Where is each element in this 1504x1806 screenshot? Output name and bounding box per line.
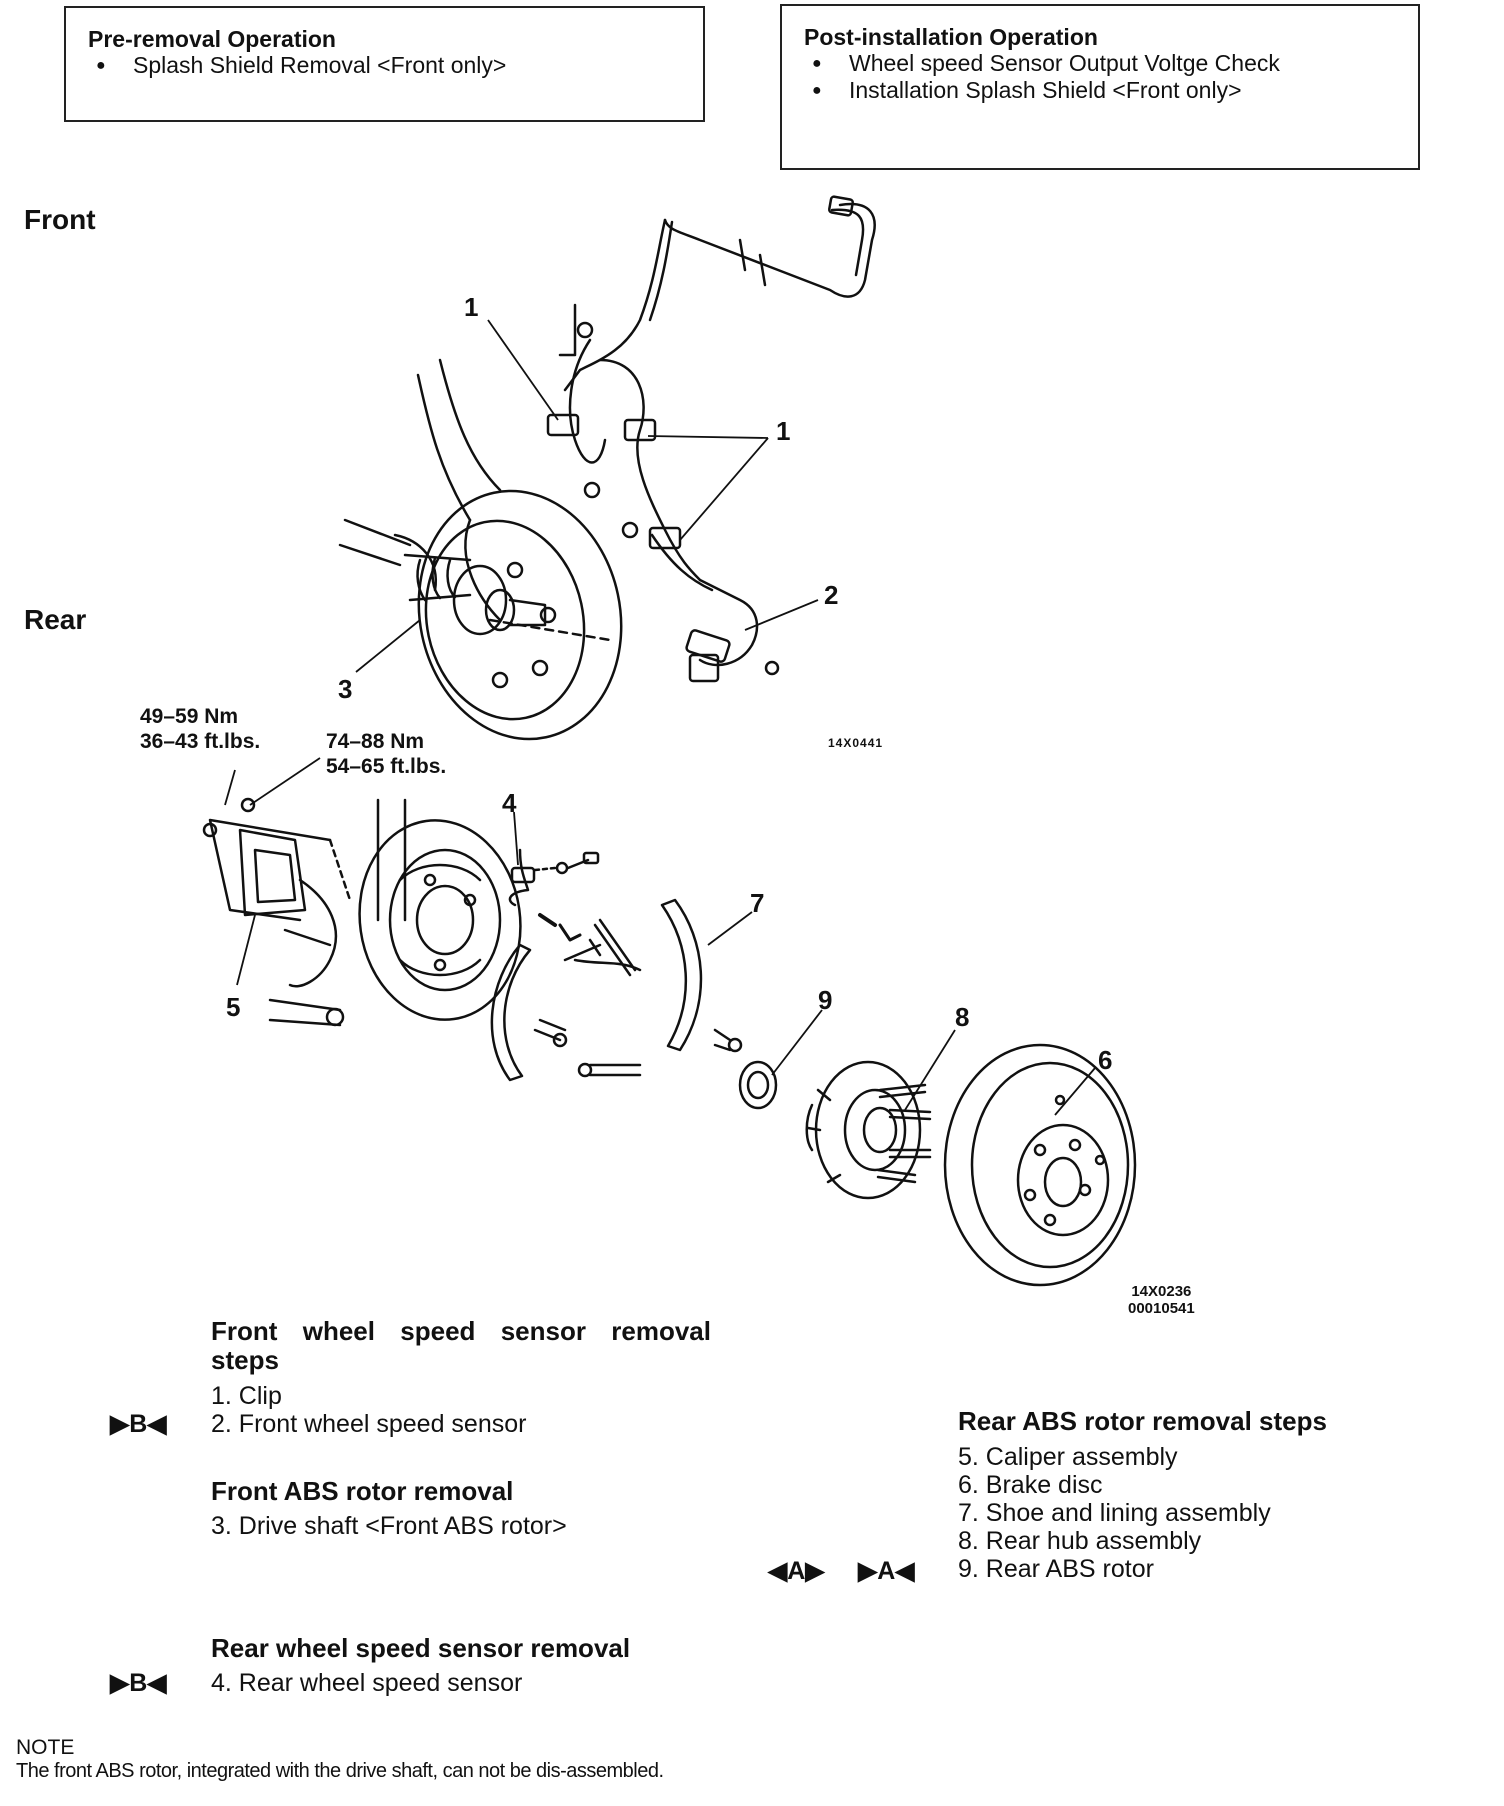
- leader-lines: [224, 319, 1096, 1116]
- note-heading: NOTE: [16, 1736, 75, 1759]
- pre-removal-title: Pre-removal Operation: [88, 26, 336, 52]
- callout-5: 5: [226, 992, 241, 1022]
- figure-code: 00010541: [1128, 1300, 1195, 1317]
- torque-spec-bolt: 74–88 Nm 54–65 ft.lbs.: [326, 729, 446, 779]
- pre-removal-item: Splash Shield Removal <Front only>: [88, 52, 681, 79]
- figure-code-front: 14X0441: [828, 736, 884, 750]
- front-drive-shaft: [338, 518, 547, 632]
- callout-7: 7: [750, 888, 765, 918]
- rear-hub: [805, 1060, 932, 1200]
- install-marker-a: ▶A◀: [858, 1557, 915, 1585]
- torque-ftlbs: 54–65 ft.lbs.: [326, 755, 447, 778]
- step-item: 7. Shoe and lining assembly: [958, 1499, 1271, 1527]
- rear-caliper: [202, 797, 352, 947]
- front-sensor-steps-heading: Front wheel speed sensor removal steps: [211, 1316, 711, 1375]
- figure-code-rear: 14X0236 00010541: [1128, 1283, 1195, 1317]
- torque-nm: 49–59 Nm: [140, 705, 239, 728]
- front-strut-outline: [416, 358, 502, 622]
- pre-removal-box: Pre-removal Operation Splash Shield Remo…: [64, 6, 705, 122]
- callout-9: 9: [818, 985, 833, 1015]
- exploded-view-illustration: [202, 195, 1137, 1287]
- callout-4: 4: [502, 788, 517, 818]
- post-installation-item: Wheel speed Sensor Output Voltge Check: [804, 50, 1396, 77]
- step-item: 5. Caliper assembly: [958, 1443, 1178, 1471]
- figure-code: 14X0236: [1131, 1283, 1192, 1300]
- rear-sensor-steps-heading: Rear wheel speed sensor removal: [211, 1633, 631, 1663]
- rear-rotor-steps-list: 5. Caliper assembly 6. Brake disc 7. Sho…: [958, 1443, 1271, 1583]
- step-item: 1. Clip: [211, 1382, 282, 1410]
- callout-8: 8: [955, 1002, 970, 1032]
- step-item: 6. Brake disc: [958, 1471, 1103, 1499]
- post-installation-item: Installation Splash Shield <Front only>: [804, 77, 1396, 104]
- front-brake-disc: [417, 489, 623, 741]
- pre-removal-list: Splash Shield Removal <Front only>: [88, 52, 681, 79]
- step-item: 8. Rear hub assembly: [958, 1527, 1202, 1555]
- note-text: The front ABS rotor, integrated with the…: [16, 1760, 664, 1782]
- torque-ftlbs: 36–43 ft.lbs.: [140, 730, 261, 753]
- install-marker-b: ▶B◀: [110, 1410, 167, 1438]
- callout-2: 2: [824, 580, 839, 610]
- post-installation-title: Post-installation Operation: [804, 24, 1098, 50]
- post-installation-list: Wheel speed Sensor Output Voltge Check I…: [804, 50, 1396, 104]
- callout-3: 3: [338, 674, 353, 704]
- rear-label: Rear: [24, 604, 87, 635]
- rear-rotor-steps-heading: Rear ABS rotor removal steps: [958, 1406, 1327, 1436]
- callout-1: 1: [464, 292, 479, 322]
- torque-spec-caliper: 49–59 Nm 36–43 ft.lbs.: [140, 704, 260, 754]
- rear-knuckle-backplate: [268, 798, 522, 1027]
- torque-nm: 74–88 Nm: [326, 730, 425, 753]
- step-item: 3. Drive shaft <Front ABS rotor>: [211, 1512, 567, 1540]
- callout-6: 6: [1098, 1045, 1113, 1075]
- removal-marker-a: ◀A▶: [768, 1557, 825, 1585]
- rear-brake-drum: [943, 1043, 1137, 1287]
- callout-1: 1: [776, 416, 791, 446]
- step-item: 9. Rear ABS rotor: [958, 1555, 1154, 1583]
- rear-brake-shoes: [490, 898, 743, 1082]
- step-item: 4. Rear wheel speed sensor: [211, 1669, 523, 1697]
- rear-abs-rotor: [738, 1060, 778, 1110]
- step-item: 2. Front wheel speed sensor: [211, 1410, 527, 1438]
- rear-sensor: [508, 848, 600, 907]
- post-installation-box: Post-installation Operation Wheel speed …: [780, 4, 1420, 170]
- install-marker-b: ▶B◀: [110, 1669, 167, 1697]
- front-rotor-steps-heading: Front ABS rotor removal: [211, 1476, 514, 1506]
- front-label: Front: [24, 204, 96, 235]
- front-sensor-harness: [546, 195, 876, 683]
